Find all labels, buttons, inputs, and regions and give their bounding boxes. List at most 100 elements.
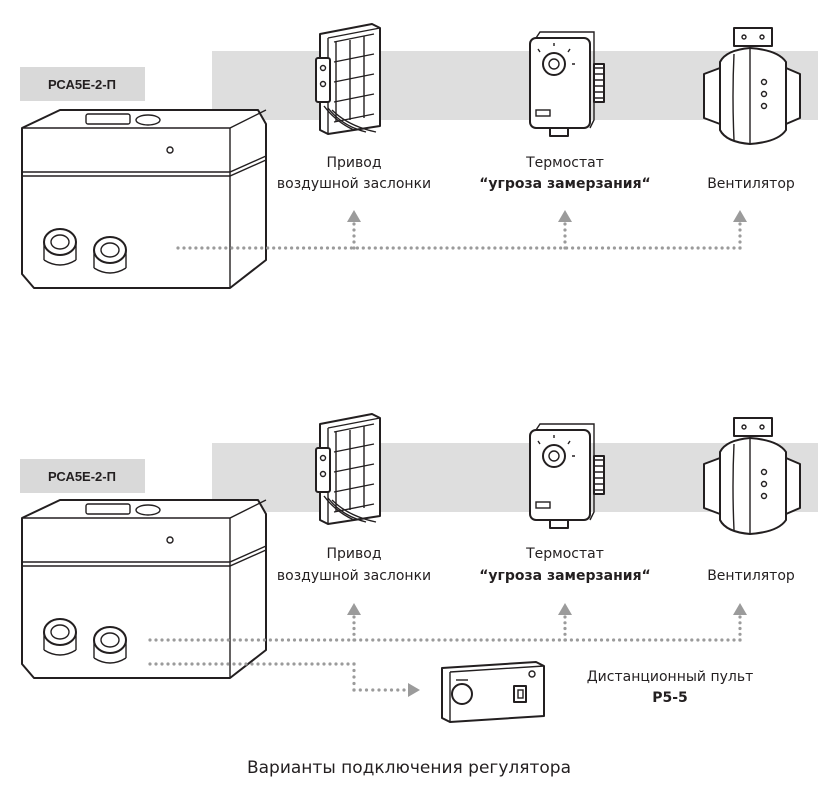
connection-lines (148, 615, 742, 692)
arrow-to-thermostat (558, 603, 572, 615)
connection-dot (732, 246, 736, 250)
duct-fan-icon (703, 417, 801, 535)
connection-dot (238, 662, 242, 666)
connection-dot (523, 246, 527, 250)
connection-dot (379, 246, 383, 250)
connection-dot (630, 638, 634, 642)
connection-dot (307, 246, 312, 250)
connection-dot (248, 246, 252, 250)
connection-dot (364, 688, 369, 692)
connection-dot (352, 246, 356, 250)
connection-dot (280, 662, 284, 666)
connection-dot (720, 246, 724, 250)
connection-dot (732, 638, 736, 642)
connection-dot (461, 638, 465, 642)
connection-dot (563, 234, 567, 238)
connection-dot (493, 246, 497, 250)
connection-dot (403, 246, 407, 250)
connection-dot (325, 246, 330, 250)
connection-dot (557, 638, 562, 642)
connection-dot (666, 246, 670, 250)
connection-dot (527, 638, 531, 642)
connection-dot (292, 638, 297, 642)
connection-dot (250, 638, 254, 642)
connection-dot (702, 638, 706, 642)
connection-dot (401, 638, 405, 642)
connection-dot (298, 662, 302, 666)
connection-dot (365, 638, 369, 642)
connection-dot (738, 240, 742, 244)
connection-dot (481, 246, 485, 250)
connection-dot (286, 662, 290, 666)
connection-dot (352, 234, 356, 238)
connection-dot (250, 662, 254, 666)
connection-dot (475, 246, 479, 250)
connection-dot (563, 615, 567, 619)
connection-dot (720, 638, 724, 642)
connection-dot (563, 246, 567, 250)
connection-dot (443, 638, 447, 642)
connection-dot (696, 246, 700, 250)
damper-label-line1: Привод (326, 546, 381, 562)
connection-dot (547, 246, 551, 250)
connection-dot (188, 246, 192, 250)
connection-dot (160, 662, 164, 666)
connection-dot (636, 638, 640, 642)
connection-dot (154, 662, 158, 666)
connection-dot (352, 228, 356, 232)
remote-label-line1: Дистанционный пульт (587, 669, 754, 685)
connection-dot (154, 638, 158, 642)
connection-dot (377, 688, 381, 692)
connection-dot (409, 246, 413, 250)
connection-dot (352, 626, 356, 631)
connection-dot (341, 638, 345, 642)
connection-dot (571, 246, 575, 250)
connection-dot (190, 638, 194, 642)
connection-dot (535, 246, 539, 250)
connection-dot (352, 668, 356, 673)
connection-dot (371, 638, 375, 642)
connection-dot (383, 688, 387, 692)
connection-dot (302, 246, 306, 250)
connection-dot (346, 662, 350, 666)
connection-dot (612, 246, 617, 250)
connection-dot (391, 246, 395, 250)
connection-dot (503, 638, 507, 642)
connection-dot (334, 662, 338, 666)
connection-dot (666, 638, 670, 642)
connection-dot (304, 662, 308, 666)
connection-dot (505, 246, 509, 250)
connection-dot (583, 246, 587, 250)
connection-dot (166, 638, 170, 642)
duct-fan-icon (703, 27, 801, 145)
connection-dot (599, 638, 604, 642)
connection-dot (328, 662, 332, 666)
connection-dot (343, 246, 347, 250)
connection-dot (238, 638, 242, 642)
connection-dot (226, 638, 230, 642)
connection-dot (421, 246, 425, 250)
connection-dot (726, 246, 730, 250)
connection-dot (284, 246, 288, 250)
connection-dot (274, 638, 278, 642)
connection-dot (606, 246, 611, 250)
connection-dot (529, 246, 533, 250)
controller-label-box (20, 67, 145, 101)
connection-dot (485, 638, 489, 642)
connection-dot (194, 246, 198, 250)
connection-dot (286, 638, 291, 642)
connection-dot (389, 688, 394, 692)
connection-dot (190, 662, 194, 666)
connection-dot (630, 246, 635, 250)
connection-dot (352, 615, 356, 619)
connection-dot (214, 638, 218, 642)
connection-dot (230, 246, 234, 250)
damper-label-line2: воздушной заслонки (277, 176, 431, 192)
connection-dot (479, 638, 483, 642)
connection-dot (690, 638, 694, 642)
connection-dot (397, 246, 401, 250)
connection-dot (329, 638, 333, 642)
connection-dot (624, 638, 628, 642)
fan-label: Вентилятор (707, 568, 795, 584)
